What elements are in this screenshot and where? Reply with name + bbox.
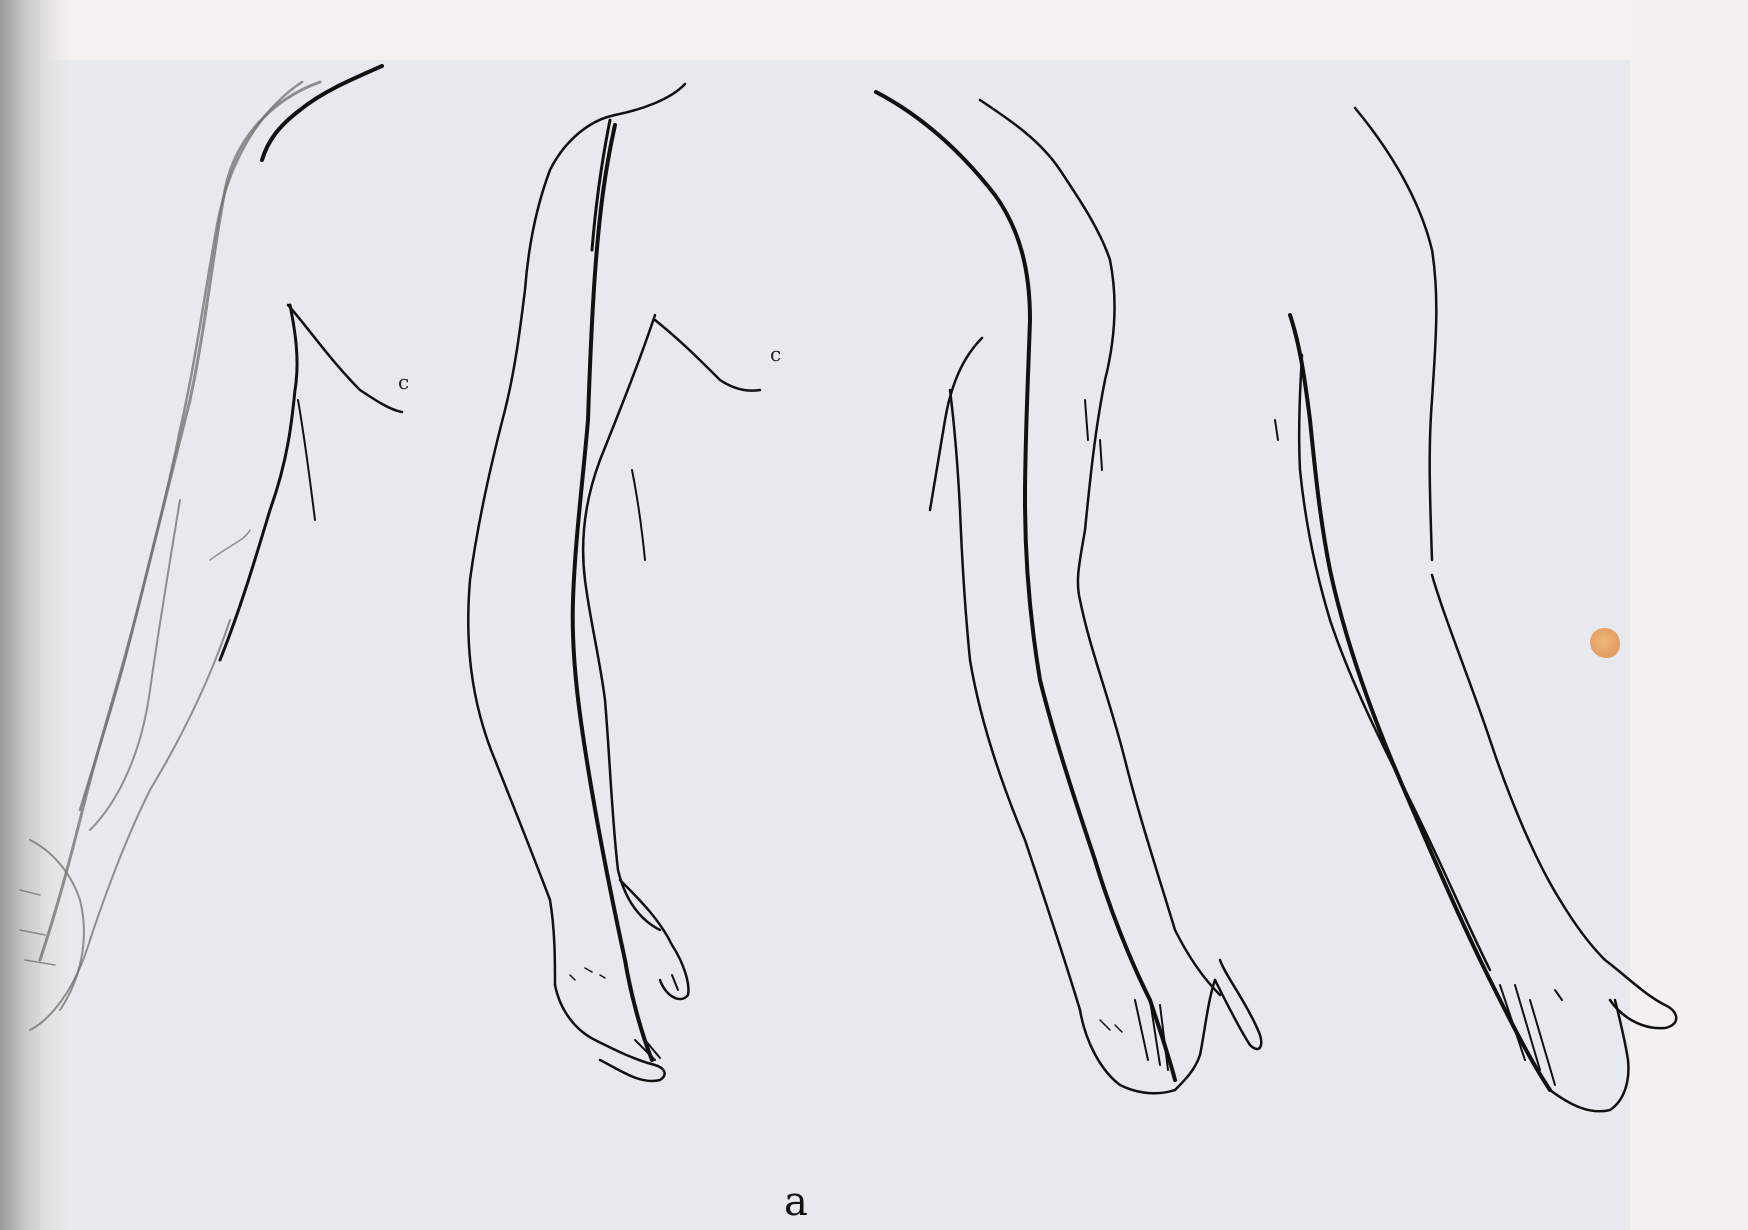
arm-drawing-3 bbox=[876, 92, 1261, 1093]
paper-stain bbox=[1590, 628, 1620, 658]
figure-caption: a bbox=[784, 1182, 808, 1222]
arm-drawing-1 bbox=[20, 66, 402, 1030]
arm-drawing-2 bbox=[468, 84, 760, 1081]
arm-drawing-4 bbox=[1275, 108, 1676, 1111]
marker-c-1: c bbox=[398, 372, 409, 392]
marker-c-2: c bbox=[770, 344, 781, 364]
